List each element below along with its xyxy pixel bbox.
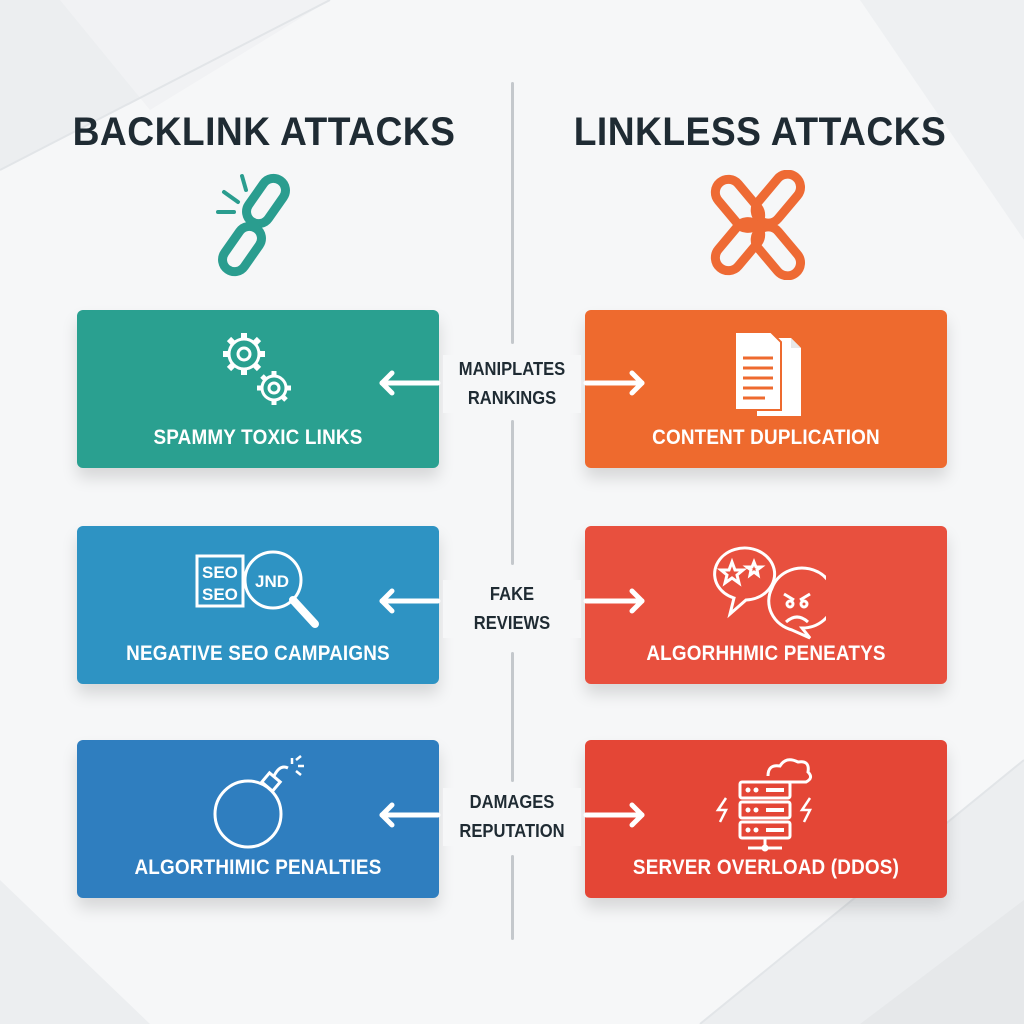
card-label: ALGORHHMIC PENEATYS [646,642,886,665]
center-divider [511,652,514,782]
connector-label-damages-reputation: DAMAGES REPUTATION [443,788,581,846]
card-label: NEGATIVE SEO CAMPAIGNS [126,642,390,665]
connector-line: DAMAGES [469,792,555,812]
left-arrow-icon [379,370,441,396]
center-divider [511,855,514,940]
center-divider [511,420,514,565]
angry-review-bubbles-icon [713,546,826,640]
seo-magnifier-icon: SEO SEO JND [195,550,319,628]
connector-line: FAKE [489,584,535,604]
svg-text:SEO: SEO [202,585,238,604]
svg-text:JND: JND [255,572,289,591]
linkless-attacks-heading: LINKLESS ATTACKS [573,110,947,154]
duplicate-documents-icon [734,331,801,416]
right-arrow-icon [583,588,645,614]
card-algorhhmic-peneatys[interactable]: ALGORHHMIC PENEATYS [585,526,947,684]
card-label: ALGORTHIMIC PENALTIES [134,856,382,879]
card-negative-seo-campaigns[interactable]: SEO SEO JND NEGATIVE SEO CAMPAIGNS [77,526,439,684]
card-label: SERVER OVERLOAD (DDOS) [632,856,900,879]
backlink-attacks-heading: BACKLINK ATTACKS [72,110,456,154]
broken-link-icon [216,173,290,277]
left-arrow-icon [379,588,441,614]
card-spammy-toxic-links[interactable]: SPAMMY TOXIC LINKS [77,310,439,468]
connector-label-manipulates-rankings: MANIPLATES RANKINGS [443,355,581,413]
bomb-icon [213,755,304,849]
connector-line: MANIPLATES [458,359,566,379]
center-divider [511,82,514,344]
gears-icon [223,333,291,405]
right-arrow-icon [583,370,645,396]
connector-line: REPUTATION [459,821,565,841]
overloaded-server-icon [715,758,813,852]
card-content-duplication[interactable]: CONTENT DUPLICATION [585,310,947,468]
connector-line: RANKINGS [467,388,557,408]
connector-line: REVIEWS [473,613,551,633]
card-algorthimic-penalties[interactable]: ALGORTHIMIC PENALTIES [77,740,439,898]
card-label: CONTENT DUPLICATION [652,426,880,449]
crossed-links-icon [710,170,806,280]
svg-text:SEO: SEO [202,563,238,582]
connector-label-fake-reviews: FAKE REVIEWS [443,580,581,638]
card-server-overload-ddos[interactable]: SERVER OVERLOAD (DDOS) [585,740,947,898]
right-arrow-icon [583,802,645,828]
card-label: SPAMMY TOXIC LINKS [153,426,363,449]
left-arrow-icon [379,802,441,828]
